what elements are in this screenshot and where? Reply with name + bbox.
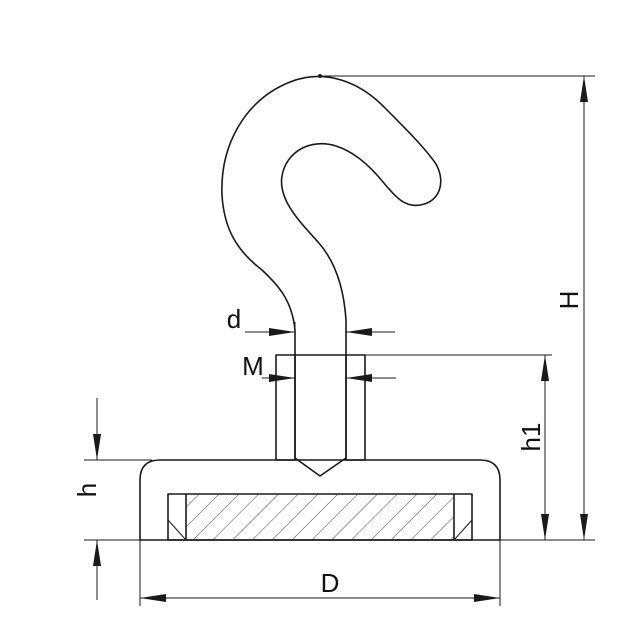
- d-arrow-right: [346, 328, 372, 336]
- d-label: d: [227, 304, 241, 334]
- base-steel-pot: [139, 459, 501, 541]
- d-arrow-left: [269, 328, 295, 336]
- threaded-boss: [275, 354, 366, 461]
- h-arrow-bottom: [93, 540, 101, 566]
- hook-top-point: [318, 74, 322, 78]
- magnet-base: [139, 459, 501, 541]
- dimension-H: H: [322, 75, 595, 541]
- dimension-h1: h1: [365, 354, 552, 540]
- h1-label: h1: [516, 423, 546, 452]
- M-label: M: [242, 351, 264, 381]
- dimension-M: M: [242, 351, 396, 382]
- base-magnet-hatch: [186, 494, 454, 540]
- base-left-chamfer: [167, 519, 187, 541]
- D-arrow-left: [140, 594, 166, 602]
- dimension-D: D: [139, 540, 501, 606]
- D-label: D: [321, 568, 340, 598]
- hook: [221, 74, 442, 477]
- H-label: H: [554, 291, 584, 310]
- h1-arrow-top: [541, 355, 549, 381]
- boss-right-wall: [345, 354, 366, 461]
- h-arrow-top: [93, 434, 101, 460]
- hook-body: [221, 75, 442, 356]
- D-arrow-right: [474, 594, 500, 602]
- dimension-d: d: [227, 304, 395, 342]
- h-label: h: [72, 483, 102, 497]
- M-arrow-right: [346, 374, 372, 382]
- dimension-h: h: [72, 398, 152, 600]
- H-arrow-top: [580, 76, 588, 102]
- base-right-chamfer: [453, 519, 473, 541]
- M-arrow-left: [269, 374, 295, 382]
- h1-arrow-bottom: [541, 514, 549, 540]
- H-arrow-bottom: [580, 514, 588, 540]
- boss-left-wall: [275, 354, 296, 461]
- hook-thread-end: [294, 355, 347, 477]
